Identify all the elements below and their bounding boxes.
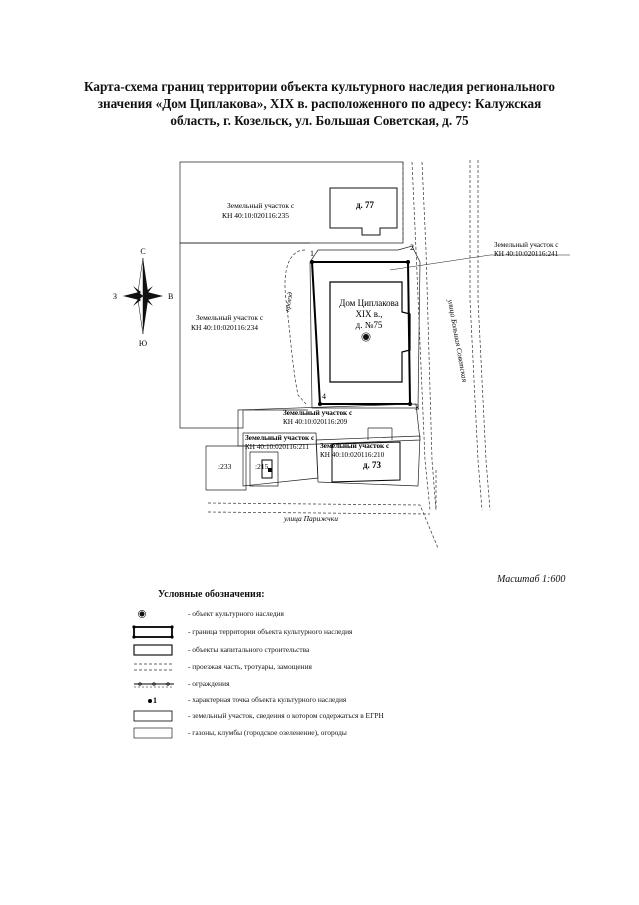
plot-210-label-2: КН 40:10:020116:210 [320, 451, 385, 459]
lawn-icon [133, 727, 173, 739]
legend-item-heritage-object: - объект культурного наследия [130, 606, 550, 622]
land-plot-209 [237, 403, 421, 447]
legend-text: - проезжая часть, тротуары, замощения [188, 662, 312, 671]
plot-210-label-1: Земельный участок с [320, 442, 390, 450]
territory-boundary-icon [132, 625, 174, 639]
plot-209-label-2: КН 40:10:020116:209 [283, 418, 348, 426]
heritage-object-marker [363, 334, 369, 340]
plot-235-label-1: Земельный участок с [227, 201, 295, 210]
plot-234-label-2: КН 40:10:020116:234 [191, 323, 258, 332]
point-2-label: 2 [410, 243, 414, 252]
street-bottom-label: улица Парижчки [283, 514, 338, 523]
plot-215-label: :215 [255, 462, 269, 471]
legend-text: - объекты капитального строительства [188, 645, 310, 654]
driveway-dashed [284, 249, 307, 405]
characteristic-point-icon: 1 [148, 696, 157, 705]
object-label-3: д. №75 [356, 320, 383, 330]
point-3-label: 3 [415, 403, 419, 412]
legend-item-land-plot: - земельный участок, сведения о котором … [130, 708, 550, 724]
building-house-73 [331, 441, 401, 483]
legend-text: - ограждения [188, 679, 230, 688]
compass-south: Ю [139, 339, 147, 348]
capital-construction-icon [133, 644, 173, 656]
roadway-icon [134, 663, 174, 671]
plot-211-label-1: Земельный участок с [245, 434, 315, 442]
legend-text: - объект культурного наследия [188, 609, 284, 618]
plot-235-label-2: КН 40:10:020116:235 [222, 211, 289, 220]
point-1-marker [310, 260, 314, 264]
legend-point-label: 1 [153, 696, 157, 705]
compass-north: С [140, 247, 145, 256]
land-plot-215 [249, 451, 279, 487]
point-4-marker [318, 402, 322, 406]
plot-209-label-1: Земельный участок с [283, 409, 353, 417]
plot-234-label-1: Земельный участок с [196, 313, 264, 322]
plot-241-label-1: Земельный участок с [494, 241, 558, 249]
object-label-1: Дом Циплакова [339, 298, 399, 308]
fence-icon [134, 682, 174, 688]
legend-item-fence: - ограждения [130, 676, 550, 692]
legend-item-characteristic-point: 1 - характерная точка объекта культурног… [130, 692, 550, 708]
legend-text: - газоны, клумбы (городское озеленение),… [188, 728, 347, 737]
driveway-label: проезд [283, 291, 294, 312]
legend-text: - земельный участок, сведения о котором … [188, 711, 384, 720]
point-2-marker [406, 260, 410, 264]
plot-211-label-2: КН 40:10:020116:211 [245, 443, 309, 451]
legend-item-capital-construction: - объекты капитального строительства [130, 642, 550, 658]
point-1-label: 1 [310, 249, 314, 258]
title-line-3: область, г. Козельск, ул. Большая Советс… [170, 113, 469, 128]
legend-text: - характерная точка объекта культурного … [188, 695, 347, 704]
point-4-label: 4 [322, 392, 326, 401]
land-plot-icon [133, 710, 173, 722]
building-house-77 [329, 187, 398, 236]
compass-west: З [113, 292, 117, 301]
title-line-2: значения «Дом Циплакова», XIX в. располо… [97, 96, 542, 111]
plot-233-label: :233 [218, 462, 232, 471]
heritage-territory-boundary [310, 261, 412, 405]
heritage-object-icon [138, 610, 146, 618]
land-plot-234 [179, 243, 308, 429]
legend-text: - граница территории объекта культурного… [188, 627, 353, 636]
street-bolshaya-sovetskaya [402, 160, 491, 511]
title-line-1: Карта-схема границ территории объекта ку… [83, 79, 556, 94]
plot-241-leader [389, 254, 491, 271]
legend-item-roadway: - проезжая часть, тротуары, замощения [130, 659, 550, 675]
legend-item-lawn: - газоны, клумбы (городское озеленение),… [130, 725, 550, 741]
legend-heading: Условные обозначения: [158, 589, 265, 600]
map-title: Карта-схема границ территории объекта ку… [40, 78, 599, 129]
compass-east: В [168, 292, 173, 301]
street-parizhki [207, 470, 439, 549]
legend-item-territory-boundary: - граница территории объекта культурного… [130, 624, 550, 640]
house-73-label: д. 73 [363, 460, 382, 470]
compass-rose-icon [123, 257, 163, 335]
building-dom-tsiplakova [329, 281, 411, 383]
map-scale: Масштаб 1:600 [497, 574, 566, 585]
object-label-2: XIX в., [356, 309, 383, 319]
street-main-label: улица Большая Советская [446, 298, 470, 383]
land-plot-233 [205, 445, 247, 491]
land-plot-210 [315, 435, 421, 487]
plot-241-label-2: КН 40:10:020116:241 [494, 250, 559, 258]
house-77-label: д. 77 [356, 200, 375, 210]
